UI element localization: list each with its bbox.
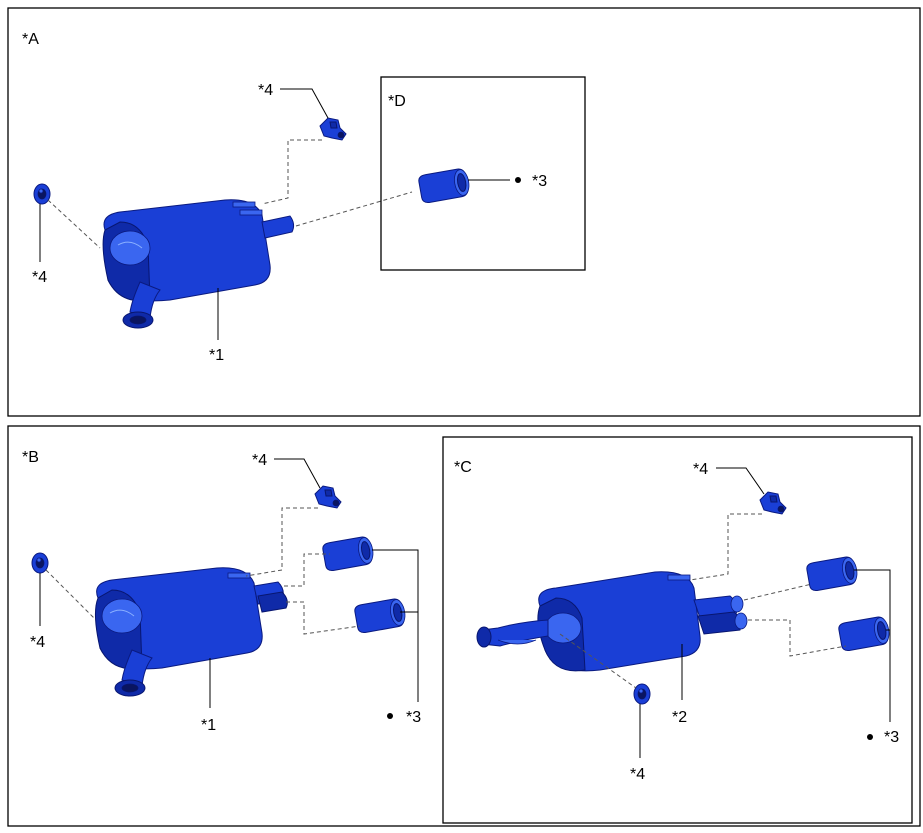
callout-tips-b: *3 — [406, 709, 421, 726]
align-line — [559, 633, 637, 689]
muffler-a — [102, 199, 295, 329]
muffler-c — [476, 571, 748, 672]
align-line — [689, 513, 762, 581]
callout-muffler-b: *1 — [201, 717, 216, 734]
exhaust-tail-tip-icon — [805, 555, 860, 593]
align-line — [245, 507, 318, 577]
muffler-b — [94, 567, 288, 697]
dot-marker-icon — [515, 177, 521, 183]
panel-d-label: *D — [388, 93, 406, 110]
callout-tip-d: *3 — [532, 173, 547, 190]
exhaust-muffler-icon — [102, 199, 295, 329]
callout-muffler-c: *2 — [672, 709, 687, 726]
callout-hanger-left-a: *4 — [32, 269, 47, 286]
callout-hanger-top-b: *4 — [252, 452, 267, 469]
exhaust-tail-tip-icon — [417, 167, 472, 205]
exhaust-muffler-icon — [94, 567, 288, 697]
align-line — [295, 191, 413, 227]
panel-d-frame — [380, 76, 586, 271]
callout-hanger-left-b: *4 — [30, 634, 45, 651]
align-line — [284, 553, 330, 587]
callout-muffler-a: *1 — [209, 347, 224, 364]
panel-c: *C — [442, 436, 913, 824]
leader-line — [716, 467, 765, 495]
dot-marker-icon — [867, 734, 873, 740]
dot-marker-icon — [387, 713, 393, 719]
panel-a-label: *A — [22, 31, 39, 48]
align-line — [286, 601, 361, 635]
rubber-hanger-icon — [33, 183, 51, 205]
panel-c-label: *C — [454, 459, 472, 476]
leader-line — [372, 549, 419, 702]
leader-line — [854, 569, 891, 722]
panel-c-frame — [442, 436, 913, 824]
panel-b-frame — [7, 425, 921, 827]
exhaust-muffler-icon — [476, 571, 748, 672]
hanger-bracket-icon — [319, 117, 347, 141]
align-line — [748, 619, 847, 657]
panel-b-label: *B — [22, 449, 39, 466]
panel-a: *A *4 — [7, 7, 921, 417]
rubber-hanger-icon — [31, 552, 49, 574]
align-line — [743, 583, 813, 601]
hanger-bracket-icon — [759, 491, 787, 515]
callout-hanger-bottom-c: *4 — [630, 766, 645, 783]
align-line — [47, 199, 101, 249]
exhaust-tail-tip-icon — [353, 597, 408, 635]
panel-d: *D *3 — [380, 76, 586, 271]
align-line — [45, 569, 95, 619]
hanger-bracket-icon — [314, 485, 342, 509]
callout-hanger-top-c: *4 — [693, 461, 708, 478]
leader-line — [280, 88, 329, 119]
rubber-hanger-icon — [633, 683, 651, 705]
panel-b: *B *4 *4 * — [7, 425, 921, 827]
callout-tips-c: *3 — [884, 729, 899, 746]
leader-line — [274, 458, 321, 489]
panel-a-frame — [7, 7, 921, 417]
callout-hanger-top-a: *4 — [258, 82, 273, 99]
align-line — [261, 139, 322, 205]
